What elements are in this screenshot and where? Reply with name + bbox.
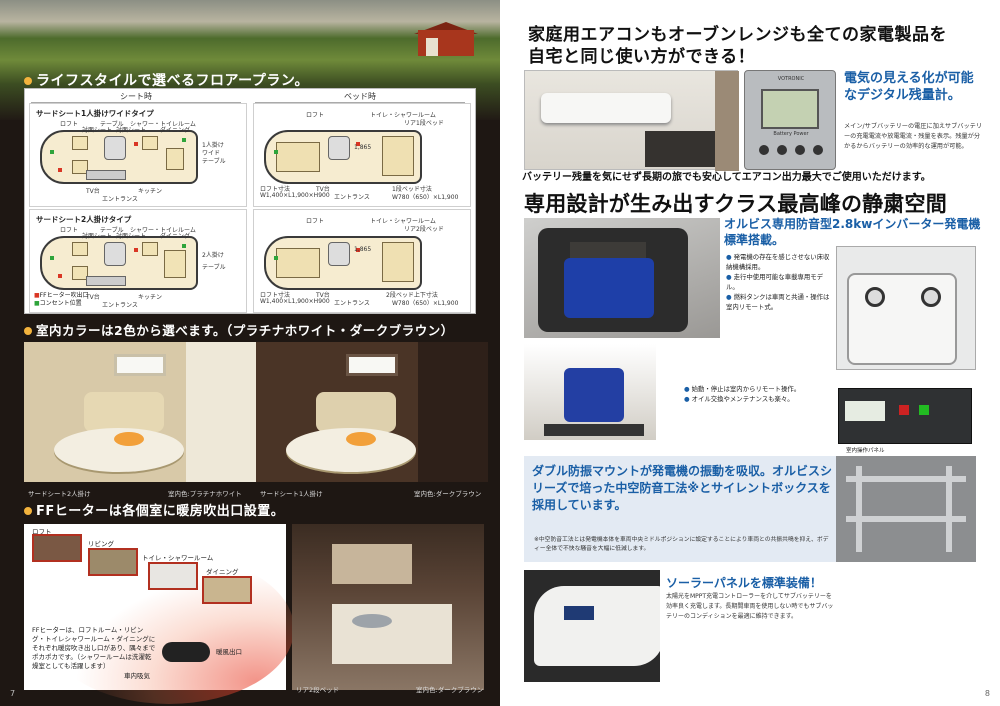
barn-door <box>426 38 438 56</box>
room-thumb-dining <box>202 576 252 604</box>
quiet-heading: 専用設計が生み出すクラス最高峰の静粛空間 <box>524 192 947 216</box>
floor-plan-drawing <box>40 130 198 184</box>
headline-1: 家庭用エアコンもオーブンレンジも全ての家電製品を <box>528 25 947 45</box>
left-page: ライフスタイルで選べるフロアープラン。 シート時 ベッド時 サードシート1人掛け… <box>0 0 500 706</box>
caption-rear-bed: リア2段ベッド <box>296 686 340 694</box>
monitor-screen <box>761 89 819 129</box>
frame-photo <box>836 456 976 562</box>
room-thumb-living <box>88 548 138 576</box>
floor-plan-drawing <box>40 236 198 290</box>
interior-photo-white <box>24 342 256 482</box>
ff-description: FFヒーターは、ロフトルーム・リビング・トイレシャワールーム・ダイニングにそれぞ… <box>32 626 156 670</box>
room-thumb-shower <box>148 562 198 590</box>
right-page: 家庭用エアコンもオーブンレンジも全ての家電製品を 自宅と同じ使い方ができる！ V… <box>500 0 1000 706</box>
battery-monitor-panel: VOTRONIC Battery Power <box>744 70 836 170</box>
access-hatch-photo <box>836 246 976 370</box>
digital-gauge-heading: 電気の見える化が可能なデジタル残量計。 <box>844 71 974 103</box>
plan-2-title: サードシート2人掛けタイプ <box>36 215 132 224</box>
generator-drawer-photo <box>524 344 656 440</box>
legend-outlet: コンセント位置 <box>39 300 82 307</box>
legend: ■FFヒーター吹出口 ■コンセント位置 <box>34 292 89 307</box>
aircon-photo <box>524 70 739 171</box>
floor-plan-drawing <box>264 130 422 184</box>
plan-2-bed: ロフト トイレ・シャワールーム リア2段ベッド 1,865 ロフト寸法 W1,4… <box>253 209 471 313</box>
solar-roof-photo <box>524 570 660 682</box>
interior-photo-brown <box>256 342 488 482</box>
generator-heading: オルビス専用防音型2.8kwインバーター発電機標準搭載。 <box>724 217 981 247</box>
mount-note: ※中空防音工法とは発電機本体を車両中央ミドルポジションに設定することにより車両と… <box>534 537 829 552</box>
caption-color-brown-2: 室内色:ダークブラウン <box>416 686 484 694</box>
plan-1-seat: サードシート1人掛けワイドタイプ ロフト テーブル シャワー・トイレルーム 対面… <box>29 103 247 207</box>
floorplan-box: シート時 ベッド時 サードシート1人掛けワイドタイプ ロフト テーブル シャワー… <box>24 88 476 314</box>
floorplan-heading: ライフスタイルで選べるフロアープラン。 <box>24 70 309 90</box>
caption-seat-2: サードシート2人掛け <box>28 490 91 498</box>
room-thumb-loft <box>32 534 82 562</box>
generator-bullets: 発電機の存在を感じさせない床収納機構採用。 走行中使用可能な車載専用モデル。 燃… <box>726 252 830 312</box>
col-title-bed: ベッド時 <box>255 91 465 103</box>
plan-2-seat: サードシート2人掛けタイプ ロフト テーブル シャワー・トイレルーム 対面シート… <box>29 209 247 313</box>
control-panel-photo <box>838 388 972 444</box>
generator-photo <box>524 218 720 338</box>
aircon-caption: バッテリー残量を気にせず長期の旅でも安心してエアコン出力最大でご使用いただけます… <box>522 172 931 183</box>
color-heading: 室内カラーは2色から選べます。（プラチナホワイト・ダークブラウン） <box>24 320 454 339</box>
caption-color-brown: 室内色:ダークブラウン <box>414 490 482 498</box>
col-title-seat: シート時 <box>31 91 241 103</box>
headline-2: 自宅と同じ使い方ができる！ <box>528 47 756 67</box>
rear-bed-photo <box>292 524 484 690</box>
digital-gauge-text: メイン/サブバッテリーの電圧に加えサブバッテリーの充電電流や放電電流・残量を表示… <box>844 123 983 150</box>
floor-plan-drawing <box>264 236 422 290</box>
ff-heater-diagram: ロフト リビング トイレ・シャワールーム ダイニング FFヒーターは、ロフトルー… <box>24 524 294 704</box>
caption-seat-1: サードシート1人掛け <box>260 490 323 498</box>
legend-ff: FFヒーター吹出口 <box>39 292 89 299</box>
solar-heading: ソーラーパネルを標準装備！ <box>666 576 822 590</box>
caption-color-white: 室内色:プラチナホワイト <box>168 490 242 498</box>
generator-bullets-2: 始動・停止は室内からリモート操作。 オイル交換やメンテナンスも楽々。 <box>684 384 834 404</box>
ff-heading: FFヒーターは各個室に暖房吹出口設置。 <box>24 500 284 519</box>
plan-1-bed: ロフト トイレ・シャワールーム リア1段ベッド ロフト寸法 W1,400×L1,… <box>253 103 471 207</box>
heater-unit <box>162 642 210 662</box>
page-number-left: 7 <box>10 689 16 698</box>
mount-box <box>524 456 836 562</box>
control-panel-caption: 室内操作パネル <box>846 448 885 454</box>
mount-heading: ダブル防振マウントが発電機の振動を吸収。オルビスシリーズで培った中空防音工法※と… <box>532 464 833 512</box>
solar-text: 太陽光をMPPT充電コントローラーを介してサブバッテリーを効率良く充電します。長… <box>666 593 834 620</box>
plan-1-title: サードシート1人掛けワイドタイプ <box>36 109 154 118</box>
page-number-right: 8 <box>984 689 990 698</box>
